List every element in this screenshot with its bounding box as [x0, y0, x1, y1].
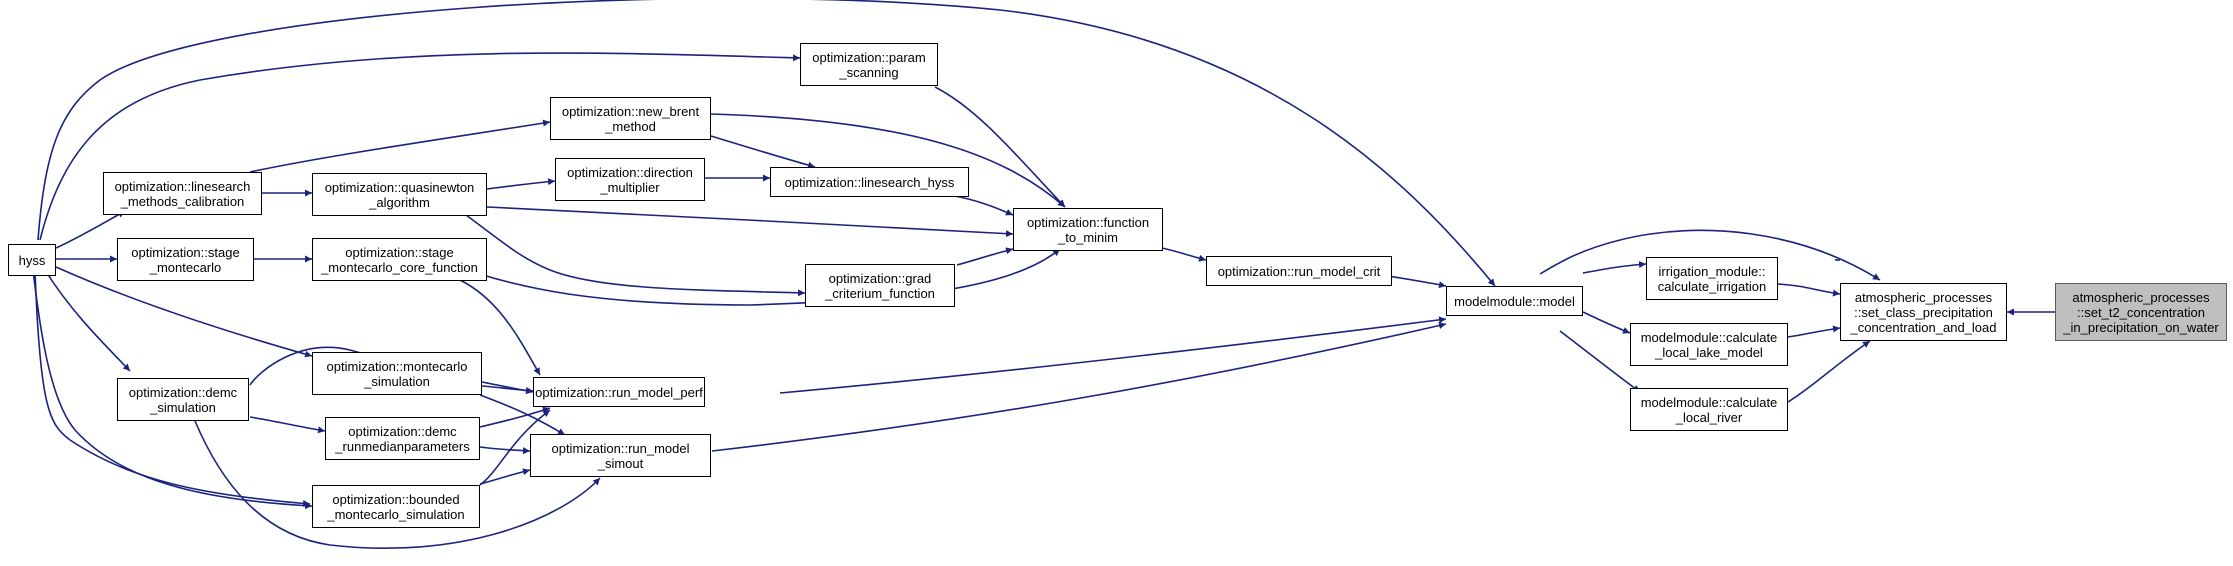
edge-montecarlo-to-hyss — [55, 266, 313, 358]
edge-function-to-quasinewton — [486, 206, 1014, 238]
edge-simout-to-montecarlo — [479, 394, 566, 436]
node-set-t2: atmospheric_processes ::set_t2_concentra… — [2055, 283, 2227, 341]
node-param-scanning[interactable]: optimization::param _scanning — [800, 43, 938, 86]
edge-set_class-to-irrigation — [1777, 283, 1841, 297]
edge-new_brent-to-linesearch_calib — [249, 119, 551, 173]
edge-bounded-to-hyss — [32, 269, 313, 510]
node-local-river[interactable]: modelmodule::calculate _local_river — [1630, 388, 1788, 431]
node-linesearch-calib[interactable]: optimization::linesearch _methods_calibr… — [103, 172, 262, 215]
node-run-model-simout[interactable]: optimization::run_model _simout — [530, 434, 711, 477]
node-demc-median[interactable]: optimization::demc _runmedianparameters — [325, 417, 480, 460]
edge-river-to-model — [1559, 330, 1641, 393]
edge-irrigation-to-model — [1582, 261, 1647, 274]
node-montecarlo-sim[interactable]: optimization::montecarlo _simulation — [312, 352, 482, 395]
edge-lake-to-model — [1582, 311, 1631, 334]
edge-simout-to-demc_median — [479, 446, 531, 455]
edge-function-to-grad — [956, 247, 1014, 266]
node-modelmodule-model[interactable]: modelmodule::model — [1446, 286, 1583, 316]
edge-linesearch_hyss-to-new_brent — [710, 135, 816, 169]
edge-function-to-linesearch_hyss — [954, 195, 1014, 216]
edge-demc_sim-to-hyss — [44, 269, 131, 372]
node-demc-sim[interactable]: optimization::demc _simulation — [117, 378, 249, 421]
edge-model-to-simout — [711, 322, 1447, 452]
edge-set_class-to-river — [1787, 340, 1871, 403]
node-new-brent[interactable]: optimization::new_brent _method — [550, 97, 711, 140]
edge-function-to-new_brent — [710, 113, 1066, 208]
edge-linesearch_calib-to-hyss — [55, 210, 126, 249]
edge-simout-to-bounded — [479, 468, 531, 485]
node-linesearch-hyss[interactable]: optimization::linesearch_hyss — [770, 167, 969, 197]
edge-grad-to-quasinewton — [461, 211, 806, 297]
node-run-model-perf[interactable]: optimization::run_model_perf — [533, 377, 705, 407]
edge-bounded-to-demc_sim — [34, 269, 311, 507]
edge-simout-to-demc_sim — [194, 420, 601, 549]
node-hyss[interactable]: hyss — [8, 244, 56, 276]
node-run-model-crit[interactable]: optimization::run_model_crit — [1206, 256, 1392, 286]
edge-model-to-hyss — [37, 0, 1496, 287]
node-function-to-minim[interactable]: optimization::function _to_minim — [1013, 208, 1163, 251]
node-grad-criterium[interactable]: optimization::grad _criterium_function — [805, 264, 955, 307]
node-direction-mult[interactable]: optimization::direction _multiplier — [555, 158, 705, 201]
edge-function-to-param — [934, 86, 1066, 208]
edge-set_class-to-lake — [1787, 325, 1841, 338]
edge-run_model_crit-to-function — [1161, 247, 1207, 262]
node-stage-mc-core[interactable]: optimization::stage _montecarlo_core_fun… — [312, 238, 487, 281]
edge-model-to-run_model_perf — [779, 316, 1447, 394]
node-irrigation[interactable]: irrigation_module:: calculate_irrigation — [1646, 257, 1778, 300]
edge-set_class-to-model — [1539, 229, 1881, 281]
node-stage-mc[interactable]: optimization::stage _montecarlo — [117, 238, 254, 281]
node-lake-model[interactable]: modelmodule::calculate _local_lake_model — [1630, 323, 1788, 366]
edge-function-to-stage_core — [449, 248, 1061, 306]
edge-run_perf-to-demc_median — [479, 406, 551, 428]
edge-direction-to-quasinewton — [486, 178, 556, 190]
node-bounded-mc[interactable]: optimization::bounded _montecarlo_simula… — [312, 485, 480, 528]
node-set-class[interactable]: atmospheric_processes ::set_class_precip… — [1840, 283, 2007, 341]
node-quasinewton[interactable]: optimization::quasinewton _algorithm — [312, 173, 487, 216]
edge-demc_median-to-demc_sim — [249, 416, 326, 434]
edge-param-to-hyss — [39, 52, 801, 241]
